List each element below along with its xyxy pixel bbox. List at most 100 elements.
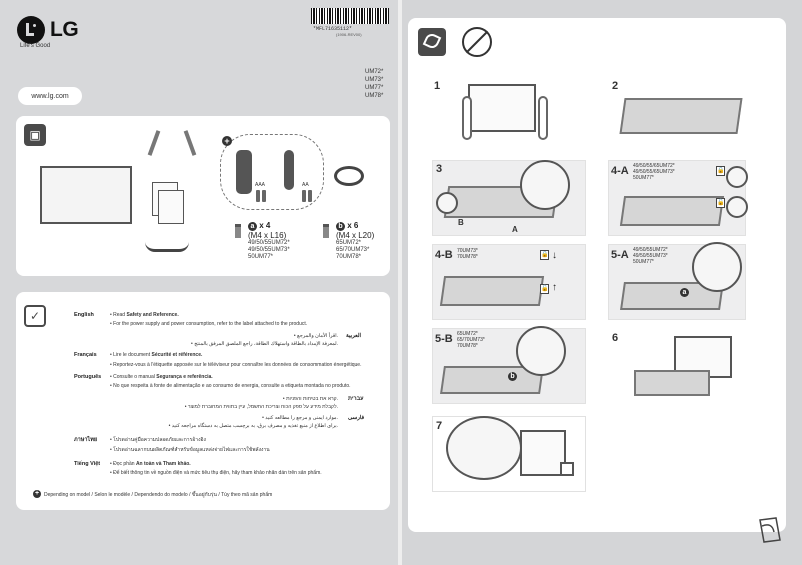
vietnamese-line2: • Để biết thông tin về nguồn điện và mức…: [110, 470, 322, 476]
battery-icon: [256, 190, 260, 202]
step-4a-box-illustration: [619, 196, 725, 226]
barcode: [311, 8, 389, 24]
battery-aa-label: AA: [302, 182, 309, 188]
lang-thai: ภาษาไทย: [74, 437, 98, 443]
barcode-revision: (1906-REV00): [336, 32, 362, 37]
lock-icon: 🔒: [540, 250, 549, 260]
screw-b-icon: [323, 224, 329, 238]
screw-a-count: x 4: [259, 221, 271, 230]
hebrew-line1: • קרא את בטיחות והפניות.: [282, 396, 338, 402]
step-7-tv-illustration: [520, 430, 566, 476]
website-link[interactable]: www.lg.com: [18, 87, 82, 105]
arrow-down-icon: ↓: [552, 250, 557, 261]
plus-icon: +: [33, 490, 41, 498]
step-4a-models: 49/50/55/65UM72*49/50/55/65UM73*50UM77*: [633, 163, 675, 181]
vietnamese-line1: • Đọc phần An toàn và Tham khảo.: [110, 461, 191, 467]
portuguese-line2: • No que respeita à fonte de alimentação…: [110, 383, 351, 389]
step-7-number: 7: [436, 420, 443, 432]
unlock-icon: 🔓: [716, 198, 725, 208]
step-2-number: 2: [612, 80, 619, 92]
lang-portuguese: Português: [74, 374, 102, 380]
screw-b-spec: (M4 x L20): [336, 231, 375, 240]
step-5a-number: 5-A: [611, 249, 629, 261]
screw-b-badge: b: [336, 222, 345, 231]
label-a: A: [512, 225, 518, 234]
box-icon: ▣: [24, 124, 46, 146]
manual-illustration: [158, 190, 184, 224]
step-5b-models: 65UM72*65/70UM73*70UM78*: [457, 331, 485, 349]
thai-line2: • โปรดอ่านฉลากบนผลิตภัณฑ์สำหรับข้อมูลแหล…: [110, 447, 270, 453]
step-2-box-illustration: [619, 98, 743, 134]
screw-a-model: 49/50/55UM73*: [248, 247, 290, 253]
power-cord-icon: [334, 166, 364, 186]
portuguese-line1: • Consulte o manual Segurança e referênc…: [110, 374, 213, 380]
screw-a-model: 49/50/55UM72*: [248, 240, 290, 246]
screw-b-model: 65/70UM73*: [336, 247, 370, 253]
step-3-zoom-illustration: [520, 160, 570, 210]
screw-a-label: a x 4 (M4 x L16) 49/50/55UM72* 49/50/55U…: [248, 221, 290, 261]
lg-logo: LG: [17, 16, 79, 44]
checklist-icon: ✓: [24, 305, 46, 327]
arabic-line2: • لمعرفة الإمداد بالطاقة واستهلاك الطاقة…: [191, 341, 338, 347]
footnote: Depending on model / Selon le modèle / D…: [44, 492, 273, 498]
step-5a-models: 49/50/55UM72*49/50/55UM73*50UM77*: [633, 247, 668, 265]
french-line1: • Lire le document Sécurité et référence…: [110, 352, 203, 358]
battery-icon: [308, 190, 312, 202]
battery-icon: [302, 190, 306, 202]
model-item: UM77*: [365, 85, 384, 91]
lg-logo-icon: [17, 16, 45, 44]
remote-control-icon: [236, 150, 252, 194]
step-5b-number: 5-B: [435, 333, 453, 345]
hebrew-line2: • לקבלת מידע על ספק הכוח וצריכת החשמל, ע…: [184, 404, 338, 410]
step-4b-box-illustration: [439, 276, 545, 306]
screw-b-model: 70UM78*: [336, 254, 362, 260]
cable-illustration: [145, 242, 189, 252]
power-outlet-icon: [560, 462, 574, 476]
battery-icon: [262, 190, 266, 202]
lang-english: English: [74, 312, 94, 318]
lang-hebrew: עברית: [348, 396, 364, 402]
brand-tagline: Life's Good: [20, 43, 51, 49]
lang-arabic: العربية: [346, 333, 362, 339]
step-4a-zoom-1: [726, 166, 748, 188]
lang-vietnamese: Tiếng Việt: [74, 461, 101, 467]
magic-remote-icon: [284, 150, 294, 190]
cleaning-brush-icon: [418, 28, 446, 56]
person-right-illustration: [538, 96, 548, 140]
lang-french: Français: [74, 352, 97, 358]
model-item: UM73*: [365, 77, 384, 83]
model-list: UM72* UM73* UM77* UM78*: [365, 68, 383, 100]
french-line2: • Reportez-vous à l'étiquette apposée su…: [110, 362, 362, 368]
persian-line1: • موارد ایمنی و مرجع را مطالعه کنید.: [262, 415, 338, 421]
step-1-number: 1: [434, 80, 441, 92]
step-1-tv-illustration: [468, 84, 536, 132]
english-line1: • Read Safety and Reference.: [110, 312, 179, 318]
page-divider: [398, 0, 402, 565]
arrow-up-icon: ↑: [552, 282, 557, 293]
model-item: UM72*: [365, 69, 384, 75]
screw-b-count: x 6: [347, 221, 359, 230]
barcode-number: *MFL71635112*: [313, 26, 353, 32]
brand-name: LG: [50, 18, 79, 41]
screw-a-spec: (M4 x L16): [248, 231, 287, 240]
screw-b-model: 65UM72*: [336, 240, 362, 246]
screw-a-badge: a: [680, 288, 689, 297]
screw-b-badge: b: [508, 372, 517, 381]
unlock-icon: 🔓: [540, 284, 549, 294]
step-4a-number: 4-A: [611, 165, 629, 177]
step-4b-models: 70UM73*70UM78*: [457, 248, 478, 260]
person-left-illustration: [462, 96, 472, 140]
persian-line2: • برای اطلاع از منبع تغذیه و مصرف برق، ب…: [168, 423, 338, 429]
label-b: B: [458, 218, 464, 227]
step-3-number: 3: [436, 163, 443, 175]
step-5a-zoom-illustration: [692, 242, 742, 292]
step-4b-number: 4-B: [435, 249, 453, 261]
optional-accessories-outline: [220, 134, 324, 210]
plus-icon: +: [222, 136, 232, 146]
screw-a-model: 50UM77*: [248, 254, 274, 260]
step-5b-zoom-illustration: [516, 326, 566, 376]
safety-card: [16, 292, 390, 510]
lang-persian: فارسی: [348, 415, 365, 421]
tv-illustration: [40, 166, 132, 224]
thai-line1: • โปรดอ่านคู่มือความปลอดภัยและการอ้างอิง: [110, 437, 206, 443]
